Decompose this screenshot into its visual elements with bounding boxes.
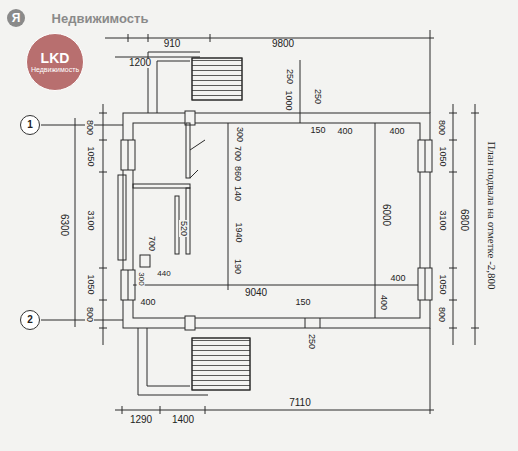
dimension: 3100 [438,209,447,231]
node-text: 1 [27,120,33,131]
logo-badge: LKDНедвижимость [26,33,84,91]
dimension: 6800 [459,208,469,232]
axis-marker: 1 [20,115,40,135]
dimension: 250 [308,332,317,349]
dimension: 700 [234,144,243,161]
node-text: 2 [27,315,33,326]
dimension: 1940 [234,221,243,243]
dimension: 800 [86,305,95,322]
dimension: 1000 [284,89,293,111]
dimension: 1050 [438,145,447,167]
dimension: 1400 [171,415,195,425]
dimension: 800 [438,305,447,322]
dimension: 400 [380,293,389,310]
dimension: 250 [286,67,295,84]
node-text: Я [12,12,21,25]
dimension: 250 [314,87,323,104]
dimension: 1290 [129,415,153,425]
dimension: 700 [148,234,157,251]
plan-title: План подвала на отметке -2,800 [486,140,497,290]
dimension: 1050 [86,273,95,295]
dimension: 1050 [438,273,447,295]
dimension: 140 [234,184,243,201]
dimension: 190 [234,257,243,274]
dimension: 1050 [86,145,95,167]
dimension: 800 [86,118,95,135]
watermark: Недвижимость [51,12,150,25]
dimension: 6000 [381,203,391,227]
dimension: 3100 [86,209,95,231]
dimension: 520 [180,219,189,236]
dimension: 9040 [244,288,268,298]
dimension: 400 [388,127,405,136]
dimension: 150 [309,126,326,135]
node-subtext: Недвижимость [31,66,79,73]
dimension: 800 [438,118,447,135]
dimension: 400 [389,274,406,283]
dimension: 860 [234,164,243,181]
dimension: 440 [156,270,171,278]
node-text: LKD [41,51,70,66]
dimension: 910 [163,39,182,49]
logo-badge: Я [7,9,25,27]
dimension: 300 [137,271,145,286]
dimension: 400 [139,298,156,307]
axis-marker: 2 [20,310,40,330]
dimension: 300 [236,125,245,142]
dimension: 1200 [128,58,152,68]
dimension: 150 [294,298,311,307]
dimension: 9800 [271,39,295,49]
dimension: 6300 [59,213,69,237]
dimension: 400 [336,127,353,136]
dimension: 7110 [288,398,312,408]
